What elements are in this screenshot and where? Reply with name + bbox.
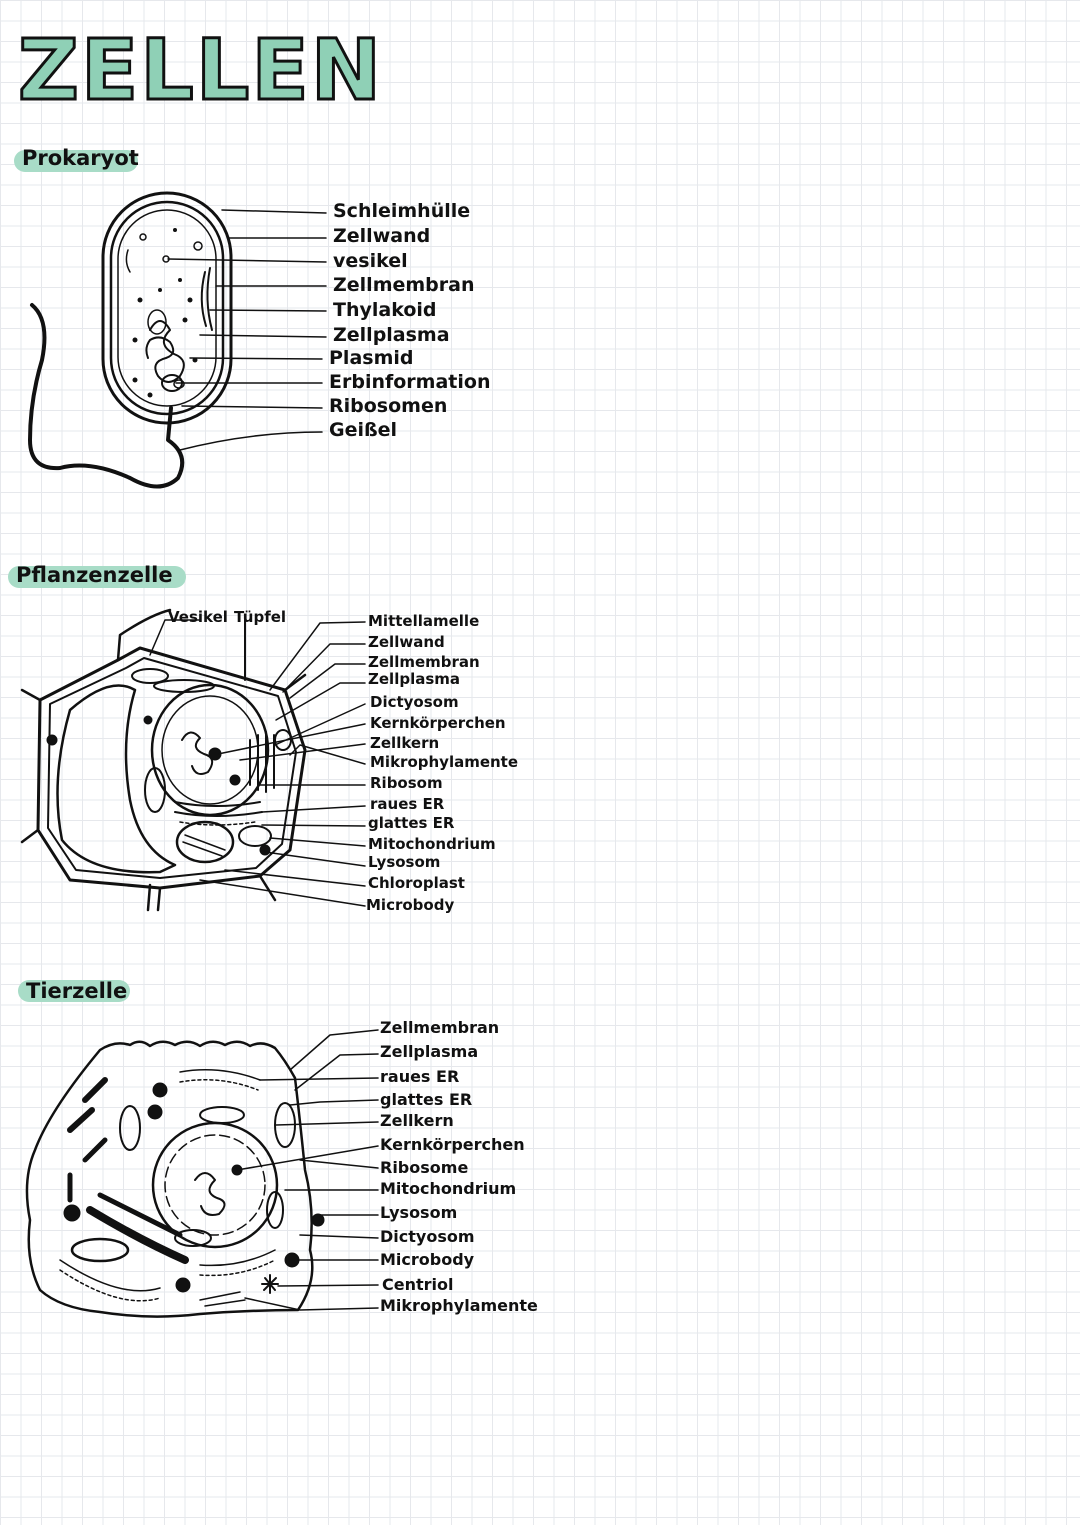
- label-erbinformation: Erbinformation: [329, 371, 491, 393]
- label-thylakoid: Thylakoid: [333, 299, 437, 321]
- label-geissel: Geißel: [329, 419, 398, 441]
- label-lysosom: Lysosom: [368, 853, 441, 871]
- label-glattes-er: glattes ER: [368, 814, 455, 832]
- label-schleimhuelle: Schleimhülle: [333, 200, 471, 222]
- section-heading-prokaryot: Prokaryot: [22, 146, 139, 170]
- label-ribosom: Ribosom: [370, 774, 443, 792]
- label-lysosom: Lysosom: [380, 1203, 458, 1222]
- label-microbody: Microbody: [366, 896, 455, 914]
- label-zellkern: Zellkern: [380, 1111, 454, 1130]
- section-heading-pflanzenzelle: Pflanzenzelle: [16, 563, 173, 587]
- label-mikrophylamente: Mikrophylamente: [380, 1296, 538, 1315]
- label-vesikel: vesikel: [333, 250, 408, 272]
- label-zellplasma: Zellplasma: [368, 670, 461, 688]
- label-centriol: Centriol: [382, 1275, 454, 1294]
- label-chloroplast: Chloroplast: [368, 874, 465, 892]
- section-highlight: [8, 566, 186, 588]
- page-title: ZELLEN: [16, 21, 384, 119]
- label-raues-er: raues ER: [370, 795, 445, 813]
- label-zellkern: Zellkern: [370, 734, 440, 752]
- section-highlight: [18, 980, 130, 1002]
- label-zellwand: Zellwand: [368, 633, 445, 651]
- label-ribosome: Ribosome: [380, 1158, 469, 1177]
- tierzelle-diagram: [25, 1029, 379, 1318]
- section-heading-tierzelle: Tierzelle: [26, 979, 128, 1003]
- label-mikrophylamente: Mikrophylamente: [370, 753, 519, 771]
- label-glattes-er: glattes ER: [380, 1090, 473, 1109]
- label-kernkoerperchen: Kernkörperchen: [370, 714, 506, 732]
- label-mitochondrium: Mitochondrium: [380, 1179, 517, 1198]
- pflanzenzelle-diagram: [20, 608, 366, 912]
- label-mittellamelle: Mittellamelle: [368, 612, 480, 630]
- label-kernkoerperchen: Kernkörperchen: [380, 1135, 525, 1154]
- section-highlight: [14, 150, 138, 172]
- label-zellplasma: Zellplasma: [380, 1042, 479, 1061]
- label-ribosomen: Ribosomen: [329, 395, 448, 417]
- label-mitochondrium: Mitochondrium: [368, 835, 496, 853]
- label-tuepfel-top: Tüpfel: [234, 608, 287, 626]
- label-plasmid: Plasmid: [329, 347, 414, 369]
- label-microbody: Microbody: [380, 1250, 475, 1269]
- label-raues-er: raues ER: [380, 1067, 460, 1086]
- label-zellwand: Zellwand: [333, 225, 431, 247]
- label-zellmembran: Zellmembran: [380, 1018, 500, 1037]
- label-zellplasma: Zellplasma: [333, 324, 450, 346]
- label-dictyosom: Dictyosom: [370, 693, 459, 711]
- label-dictyosom: Dictyosom: [380, 1227, 475, 1246]
- prokaryot-diagram: [28, 191, 327, 489]
- label-zellmembran: Zellmembran: [368, 653, 480, 671]
- label-zellmembran: Zellmembran: [333, 274, 475, 296]
